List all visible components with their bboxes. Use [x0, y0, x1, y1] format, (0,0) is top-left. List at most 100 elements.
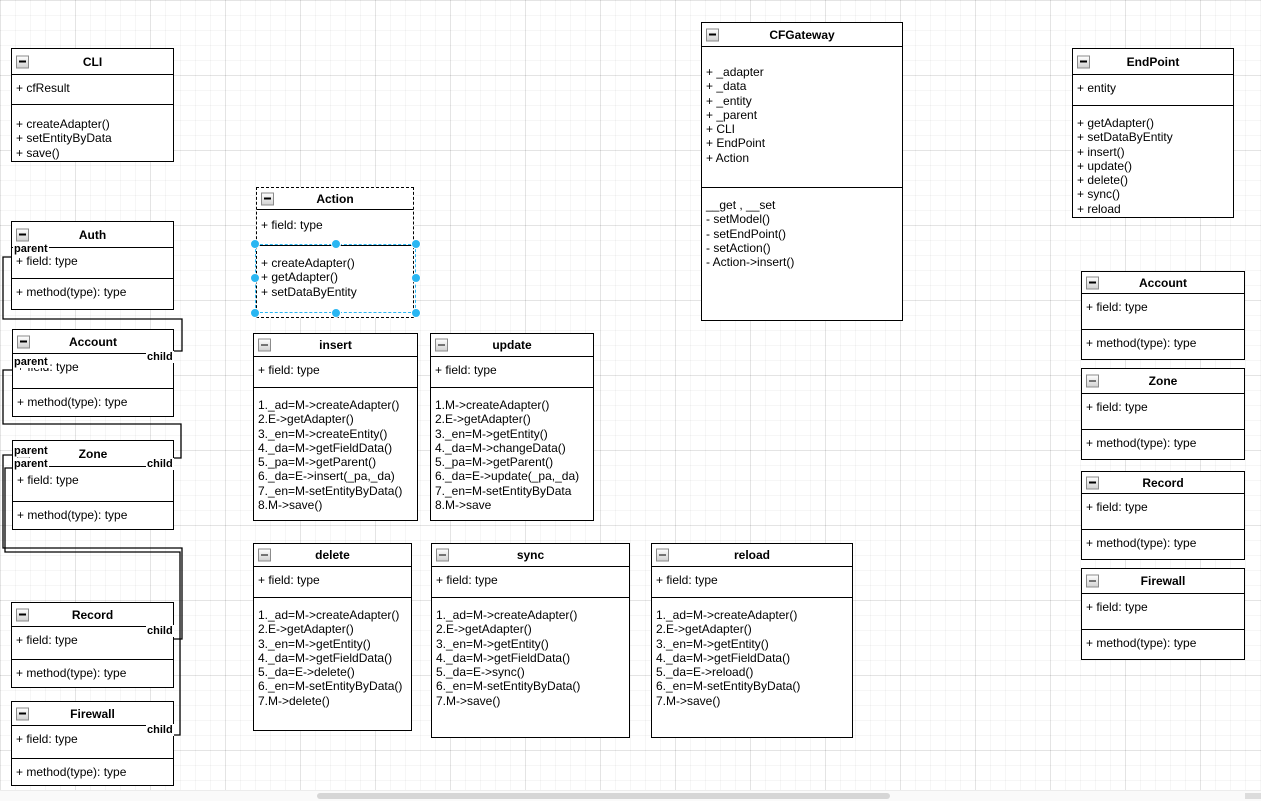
scrollbar-corner — [1245, 793, 1261, 799]
collapse-icon[interactable] — [706, 28, 719, 41]
class-title: Action — [316, 191, 354, 206]
collapse-icon[interactable] — [1086, 276, 1099, 289]
selection-handle-sw[interactable] — [250, 308, 260, 318]
collapse-icon[interactable] — [1077, 55, 1090, 68]
selection-handle-e[interactable] — [411, 273, 421, 283]
attributes-compartment: + field: type — [16, 732, 78, 746]
edge-label-child-record[interactable]: child — [146, 625, 174, 637]
class-title: update — [492, 338, 532, 352]
class-header: Zone — [1082, 369, 1244, 394]
selection-handle-ne[interactable] — [411, 239, 421, 249]
methods-compartment: + method(type): type — [1082, 329, 1244, 359]
class-title: Zone — [1148, 374, 1178, 388]
class-header: Action — [257, 188, 413, 210]
class-header: insert — [254, 334, 417, 357]
edge-label-child-account[interactable]: child — [146, 351, 174, 363]
collapse-icon[interactable] — [1086, 374, 1099, 388]
collapse-icon[interactable] — [16, 608, 29, 621]
class-record-right[interactable]: Record + field: type + method(type): typ… — [1081, 471, 1245, 560]
edge-label-parent-auth[interactable]: parent — [13, 243, 49, 255]
selection-handle-n[interactable] — [331, 239, 341, 249]
class-header: Record — [12, 603, 173, 627]
class-delete[interactable]: delete + field: type 1._ad=M->createAdap… — [253, 543, 412, 731]
attributes-compartment: + field: type — [436, 573, 498, 587]
methods-compartment: + getAdapter() + setDataByEntity + inser… — [1073, 105, 1233, 217]
attributes-compartment: + field: type — [16, 254, 78, 268]
attributes-compartment: + field: type — [261, 218, 323, 232]
class-title: delete — [315, 548, 350, 562]
selection-handle-s[interactable] — [331, 308, 341, 318]
class-zone-left[interactable]: Zone + field: type + method(type): type — [12, 440, 174, 530]
collapse-icon[interactable] — [16, 55, 29, 68]
class-title: CFGateway — [769, 27, 835, 42]
collapse-icon[interactable] — [1086, 574, 1099, 588]
class-update[interactable]: update + field: type 1.M->createAdapter(… — [430, 333, 594, 521]
class-firewall-right[interactable]: Firewall + field: type + method(type): t… — [1081, 568, 1245, 660]
class-title: reload — [733, 548, 770, 562]
class-title: Firewall — [1140, 574, 1186, 588]
methods-compartment: + createAdapter() + getAdapter() + setDa… — [257, 245, 413, 317]
attributes-compartment: + entity — [1077, 81, 1117, 95]
class-title: CLI — [82, 54, 103, 69]
attributes-compartment: + field: type — [1086, 600, 1148, 614]
collapse-icon[interactable] — [17, 335, 30, 348]
class-insert[interactable]: insert + field: type 1._ad=M->createAdap… — [253, 333, 418, 521]
edge-label-parent-zone-2[interactable]: parent — [13, 458, 49, 470]
class-cfgateway[interactable]: CFGateway + _adapter + _data + _entity +… — [701, 22, 903, 321]
edge-zone-firewall[interactable] — [4, 467, 181, 736]
collapse-icon[interactable] — [656, 548, 669, 562]
horizontal-scrollbar-thumb[interactable] — [317, 793, 890, 799]
edge-label-child-firewall[interactable]: child — [146, 724, 174, 736]
class-header: Record — [1082, 472, 1244, 494]
attributes-compartment: + field: type — [1086, 500, 1148, 514]
selection-handle-nw[interactable] — [250, 239, 260, 249]
class-auth[interactable]: Auth + field: type + method(type): type — [11, 221, 174, 310]
attributes-compartment: + field: type — [435, 363, 497, 377]
class-header: CFGateway — [702, 23, 902, 47]
class-account-right[interactable]: Account + field: type + method(type): ty… — [1081, 271, 1245, 360]
class-header: EndPoint — [1073, 49, 1233, 75]
class-action[interactable]: Action + field: type + createAdapter() +… — [256, 187, 414, 318]
class-reload[interactable]: reload + field: type 1._ad=M->createAdap… — [651, 543, 853, 738]
selection-handle-se[interactable] — [411, 308, 421, 318]
attributes-compartment: + field: type — [258, 573, 320, 587]
methods-compartment: + method(type): type — [12, 659, 173, 687]
methods-compartment: 1.M->createAdapter() 2.E->getAdapter() 3… — [431, 387, 593, 520]
class-record-left[interactable]: Record + field: type + method(type): typ… — [11, 602, 174, 688]
methods-compartment: + createAdapter() + setEntityByData + sa… — [12, 104, 173, 161]
class-header: Account — [13, 330, 173, 354]
attributes-compartment: + field: type — [656, 573, 718, 587]
class-account-left[interactable]: Account + field: type + method(type): ty… — [12, 329, 174, 417]
class-header: Firewall — [12, 702, 173, 726]
edge-label-parent-account[interactable]: parent — [13, 356, 49, 368]
attributes-compartment: + field: type — [16, 633, 78, 647]
class-title: Record — [1142, 475, 1184, 490]
class-title: Auth — [78, 227, 107, 242]
collapse-icon[interactable] — [435, 338, 448, 352]
methods-compartment: 1._ad=M->createAdapter() 2.E->getAdapter… — [254, 597, 411, 730]
selection-handle-w[interactable] — [250, 273, 260, 283]
class-cli[interactable]: CLI + cfResult + createAdapter() + setEn… — [11, 48, 174, 162]
attributes-compartment: + field: type — [1086, 400, 1148, 414]
attributes-compartment: + field: type — [1086, 300, 1148, 314]
horizontal-scrollbar-track[interactable] — [0, 790, 1261, 801]
class-title: EndPoint — [1126, 54, 1180, 69]
edge-label-parent-zone-1[interactable]: parent — [13, 445, 49, 457]
collapse-icon[interactable] — [258, 548, 271, 562]
collapse-icon[interactable] — [261, 192, 274, 205]
methods-compartment: 1._ad=M->createAdapter() 2.E->getAdapter… — [652, 597, 852, 737]
class-sync[interactable]: sync + field: type 1._ad=M->createAdapte… — [431, 543, 630, 738]
edge-auth-account[interactable] — [2, 256, 183, 352]
class-endpoint[interactable]: EndPoint + entity + getAdapter() + setDa… — [1072, 48, 1234, 218]
class-header: reload — [652, 544, 852, 567]
collapse-icon[interactable] — [258, 338, 271, 352]
edge-account-zone[interactable] — [2, 369, 182, 459]
class-zone-right[interactable]: Zone + field: type + method(type): type — [1081, 368, 1245, 460]
class-header: update — [431, 334, 593, 357]
collapse-icon[interactable] — [1086, 476, 1099, 489]
collapse-icon[interactable] — [436, 548, 449, 562]
collapse-icon[interactable] — [16, 707, 29, 720]
collapse-icon[interactable] — [16, 228, 29, 241]
class-firewall-left[interactable]: Firewall + field: type + method(type): t… — [11, 701, 174, 786]
edge-label-child-zone[interactable]: child — [146, 458, 174, 470]
